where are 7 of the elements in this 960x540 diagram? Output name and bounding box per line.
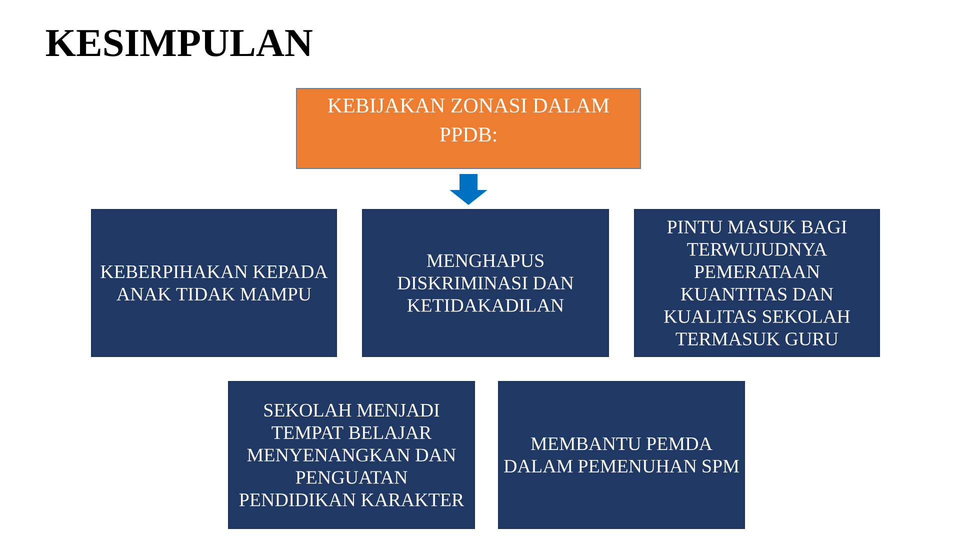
text-box: MEMBANTU PEMDA DALAM PEMENUHAN SPM — [498, 381, 745, 529]
title: KESIMPULAN — [46, 30, 312, 56]
text-box: KEBERPIHAKAN KEPADA ANAK TIDAK MAMPU — [91, 209, 337, 357]
header-box: KEBIJAKAN ZONASI DALAM PPDB: — [296, 88, 641, 169]
text-box: PINTU MASUK BAGI TERWUJUDNYA PEMERATAAN KUANTITAS DAN KUALITAS SEKOLAH TERMASUK GURU — [634, 209, 880, 357]
text-box: SEKOLAH MENJADI TEMPAT BELAJAR MENYENANGKAN DAN PENGUATAN PENDIDIKAN KARAKTER — [228, 381, 475, 529]
text-box: MENGHAPUS DISKRIMINASI DAN KETIDAKADILAN — [362, 209, 609, 357]
